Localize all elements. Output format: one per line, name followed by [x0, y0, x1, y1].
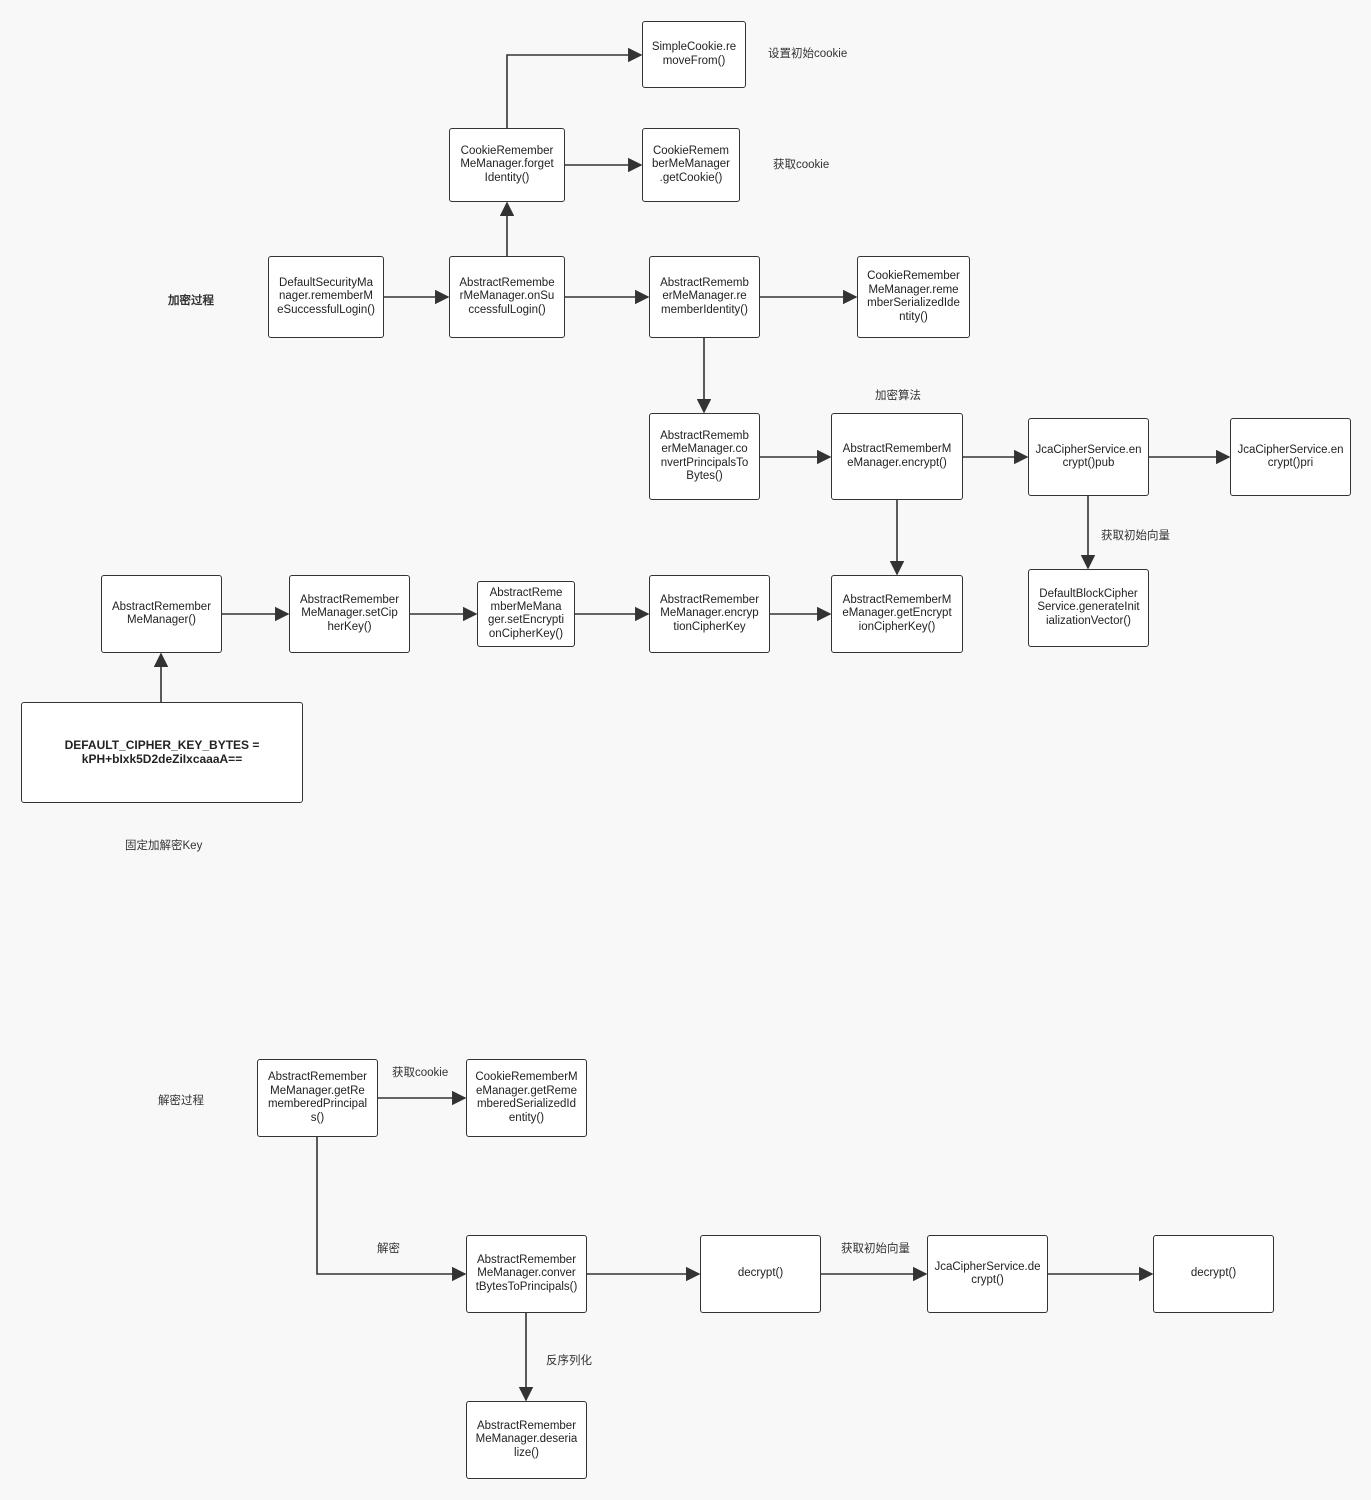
node-jca-encrypt-pri[interactable]: JcaCipherService.en crypt()pri	[1230, 418, 1351, 496]
annotation-deserialize-edge: 反序列化	[546, 1355, 592, 1367]
node-decrypt-2[interactable]: decrypt()	[1153, 1235, 1274, 1313]
node-get-cookie[interactable]: CookieRemem berMeManager .getCookie()	[642, 128, 740, 202]
node-jca-encrypt-pub[interactable]: JcaCipherService.en crypt()pub	[1028, 418, 1149, 496]
node-encrypt[interactable]: AbstractRememberM eManager.encrypt()	[831, 413, 963, 500]
encrypt-process-title: 加密过程	[168, 295, 214, 307]
node-get-encryption-cipher-key[interactable]: AbstractRememberM eManager.getEncrypt io…	[831, 575, 963, 653]
annotation-encryption-algorithm: 加密算法	[875, 390, 921, 402]
node-deserialize[interactable]: AbstractRemember MeManager.deseria lize(…	[466, 1401, 587, 1479]
node-convert-bytes-to-principals[interactable]: AbstractRemember MeManager.conver tBytes…	[466, 1235, 587, 1313]
annotation-get-cookie-1: 获取cookie	[773, 159, 830, 171]
node-forget-identity[interactable]: CookieRemember MeManager.forget Identity…	[449, 128, 565, 202]
edge-forget-to-removefrom	[506, 47, 643, 128]
node-simplecookie-removefrom[interactable]: SimpleCookie.re moveFrom()	[642, 21, 746, 88]
annotation-decrypt-edge: 解密	[377, 1243, 400, 1255]
node-default-security-manager[interactable]: DefaultSecurityMa nager.rememberM eSucce…	[268, 256, 384, 338]
node-on-successful-login[interactable]: AbstractRemembe rMeManager.onSu ccessful…	[449, 256, 565, 338]
node-set-encryption-cipher-key[interactable]: AbstractReme mberMeMana ger.setEncrypti …	[477, 581, 575, 647]
node-set-cipher-key[interactable]: AbstractRemember MeManager.setCip herKey…	[289, 575, 410, 653]
annotation-set-initial-cookie: 设置初始cookie	[768, 48, 848, 60]
node-remember-serialized-identity[interactable]: CookieRemember MeManager.reme mberSerial…	[857, 256, 970, 338]
node-encryption-cipher-key[interactable]: AbstractRemember MeManager.encryp tionCi…	[649, 575, 770, 653]
annotation-get-iv-1: 获取初始向量	[1101, 530, 1170, 542]
annotation-get-cookie-2: 获取cookie	[392, 1067, 449, 1079]
node-jca-decrypt[interactable]: JcaCipherService.de crypt()	[927, 1235, 1048, 1313]
node-generate-iv[interactable]: DefaultBlockCipher Service.generateInit …	[1028, 569, 1149, 647]
node-get-remembered-principals[interactable]: AbstractRemember MeManager.getRe membere…	[257, 1059, 378, 1137]
node-convert-principals-to-bytes[interactable]: AbstractRememb erMeManager.co nvertPrinc…	[649, 413, 760, 500]
node-remember-me-manager-ctor[interactable]: AbstractRemember MeManager()	[101, 575, 222, 653]
annotation-get-iv-2: 获取初始向量	[841, 1243, 910, 1255]
node-decrypt-1[interactable]: decrypt()	[700, 1235, 821, 1313]
node-remember-identity[interactable]: AbstractRememb erMeManager.re memberIden…	[649, 256, 760, 338]
node-default-cipher-key-bytes[interactable]: DEFAULT_CIPHER_KEY_BYTES = kPH+bIxk5D2de…	[21, 702, 303, 803]
annotation-fixed-key: 固定加解密Key	[125, 840, 203, 852]
decrypt-process-title: 解密过程	[158, 1095, 204, 1107]
node-get-remembered-serialized-identity[interactable]: CookieRememberM eManager.getReme mberedS…	[466, 1059, 587, 1137]
